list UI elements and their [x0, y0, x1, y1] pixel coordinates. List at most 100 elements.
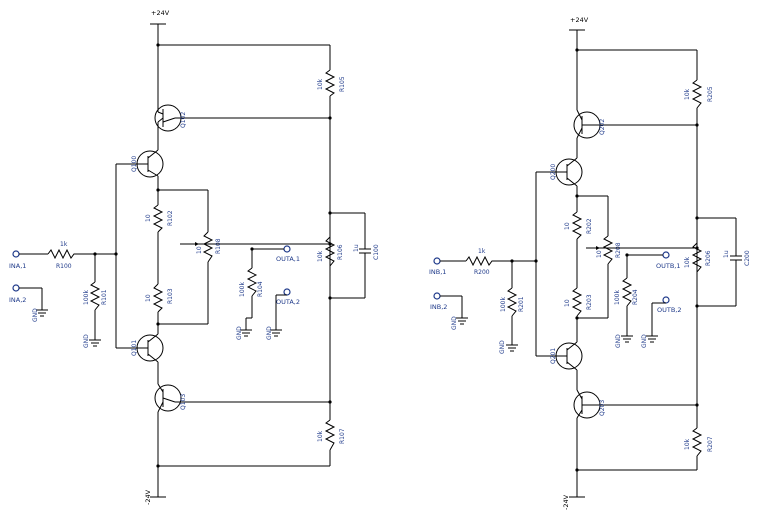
right-r200-value: 1k: [478, 248, 486, 255]
right-r201: 100k R201 GND: [499, 261, 525, 354]
right-outb1-terminal[interactable]: [662, 251, 670, 259]
right-vneg-label: -24V: [562, 494, 570, 510]
left-q103-transistor: Q103: [154, 383, 330, 413]
left-q100-transistor: Q100: [116, 140, 164, 190]
right-r205-name: R205: [707, 86, 714, 102]
right-c200-value: 1u: [723, 250, 730, 258]
left-vpos-rail: +24V: [150, 9, 170, 45]
right-r203-name: R203: [586, 294, 593, 310]
right-q200-label: Q200: [550, 164, 557, 180]
left-ina1-terminal[interactable]: [12, 250, 20, 258]
left-outa2-label: OUTA,2: [276, 298, 300, 306]
left-r104: 100k R104 GND: [236, 249, 264, 340]
left-r107-name: R107: [339, 428, 346, 444]
left-r105-name: R105: [339, 76, 346, 92]
right-inb2-label: INB,2: [430, 303, 447, 311]
right-outb1-label: OUTB,1: [656, 262, 681, 270]
right-r205: 10k R205: [684, 79, 714, 109]
right-r200-name: R200: [474, 269, 490, 276]
left-r108-pot: 10 R108: [180, 231, 330, 324]
right-r207: 10k R207: [684, 427, 714, 457]
right-vneg-rail: -24V: [562, 470, 585, 510]
left-r101-value: 100k: [83, 290, 90, 305]
right-q202-transistor: Q202: [573, 109, 697, 150]
left-r108-name: R108: [215, 238, 222, 254]
left-q101-transistor: Q101: [116, 333, 164, 384]
right-inb1-terminal[interactable]: [433, 257, 441, 265]
left-amplifier-circuit: +24V -24V 10k R105 10k R107: [9, 9, 380, 505]
left-vneg-label: -24V: [144, 489, 152, 505]
right-r202-value: 10: [564, 222, 571, 230]
right-r203-value: 10: [564, 299, 571, 307]
right-r207-name: R207: [707, 436, 714, 452]
right-r208-value: 10: [596, 250, 603, 258]
right-r201-value: 100k: [500, 297, 507, 312]
left-r107: 10k R107: [317, 419, 346, 451]
right-r204: 100k R204 GND: [614, 255, 639, 348]
left-r108-value: 10: [196, 246, 203, 254]
right-r201-gnd: GND: [499, 340, 506, 354]
left-q101-label: Q101: [131, 340, 138, 356]
right-r207-value: 10k: [684, 438, 691, 450]
left-r104-gnd: GND: [236, 326, 243, 340]
left-r106-name: R106: [337, 244, 344, 260]
right-junctions: [510, 48, 699, 472]
left-r105: 10k R105: [317, 69, 346, 97]
left-input-ina1: INA,1: [9, 250, 48, 270]
left-vneg-rail: -24V: [144, 466, 166, 505]
right-r204-name: R204: [632, 289, 639, 305]
right-vpos-rail: +24V: [569, 16, 589, 50]
left-r103-value: 10: [145, 294, 152, 302]
left-ina2-terminal[interactable]: [12, 284, 20, 292]
right-q201-transistor: Q201: [536, 341, 583, 390]
left-ina1-label: INA,1: [9, 262, 26, 270]
left-r104-value: 100k: [239, 282, 246, 297]
left-r104-name: R104: [257, 281, 264, 297]
left-outa2-gnd: GND: [266, 326, 273, 340]
right-q203-transistor: Q203: [573, 389, 697, 419]
right-r206-value: 10k: [684, 256, 691, 268]
left-r106-c100: 10k R106 1u C100: [317, 212, 380, 299]
left-output-outa2: OUTA,2 GND: [266, 288, 300, 340]
left-r101: 100k R101 GND: [83, 254, 108, 348]
left-r102-name: R102: [167, 210, 174, 226]
right-r208-name: R208: [615, 242, 622, 258]
left-output-outa1: OUTA,1: [252, 245, 300, 263]
left-q100-label: Q100: [131, 156, 138, 172]
right-q200-transistor: Q200: [536, 150, 583, 196]
left-r101-gnd: GND: [83, 334, 90, 348]
left-ina2-gnd: GND: [32, 308, 39, 322]
left-r107-value: 10k: [317, 430, 324, 442]
left-outa1-label: OUTA,1: [276, 255, 300, 263]
left-r102: 10 R102: [145, 204, 174, 233]
left-c100-value: 1u: [353, 244, 360, 252]
right-r202: 10 R202: [564, 211, 593, 240]
left-r103-name: R103: [167, 288, 174, 304]
left-r100-value: 1k: [60, 241, 68, 248]
left-r100-name: R100: [56, 263, 72, 270]
left-junctions: [93, 43, 332, 468]
left-r102-value: 10: [145, 214, 152, 222]
left-q102-transistor: Q102: [154, 103, 330, 140]
right-q202-label: Q202: [599, 119, 606, 135]
left-outa1-terminal[interactable]: [283, 245, 291, 253]
right-input-inb2: INB,2 GND: [430, 292, 468, 330]
right-r204-value: 100k: [614, 290, 621, 305]
left-r106-value: 10k: [317, 250, 324, 262]
right-r204-gnd: GND: [615, 334, 622, 348]
right-r205-value: 10k: [684, 88, 691, 100]
right-vpos-label: +24V: [570, 16, 589, 24]
left-outa2-terminal[interactable]: [283, 288, 291, 296]
left-r101-name: R101: [101, 289, 108, 305]
right-r202-name: R202: [586, 218, 593, 234]
left-r105-value: 10k: [317, 78, 324, 90]
right-r208-pot: 10 R208: [586, 235, 697, 318]
left-input-ina2: INA,2 GND: [9, 284, 48, 322]
right-c200-name: C200: [744, 250, 751, 266]
right-inb2-terminal[interactable]: [433, 292, 441, 300]
left-q103-label: Q103: [180, 394, 187, 410]
left-q102-label: Q102: [180, 112, 187, 128]
right-outb2-terminal[interactable]: [662, 296, 670, 304]
right-outb2-gnd: GND: [641, 334, 648, 348]
